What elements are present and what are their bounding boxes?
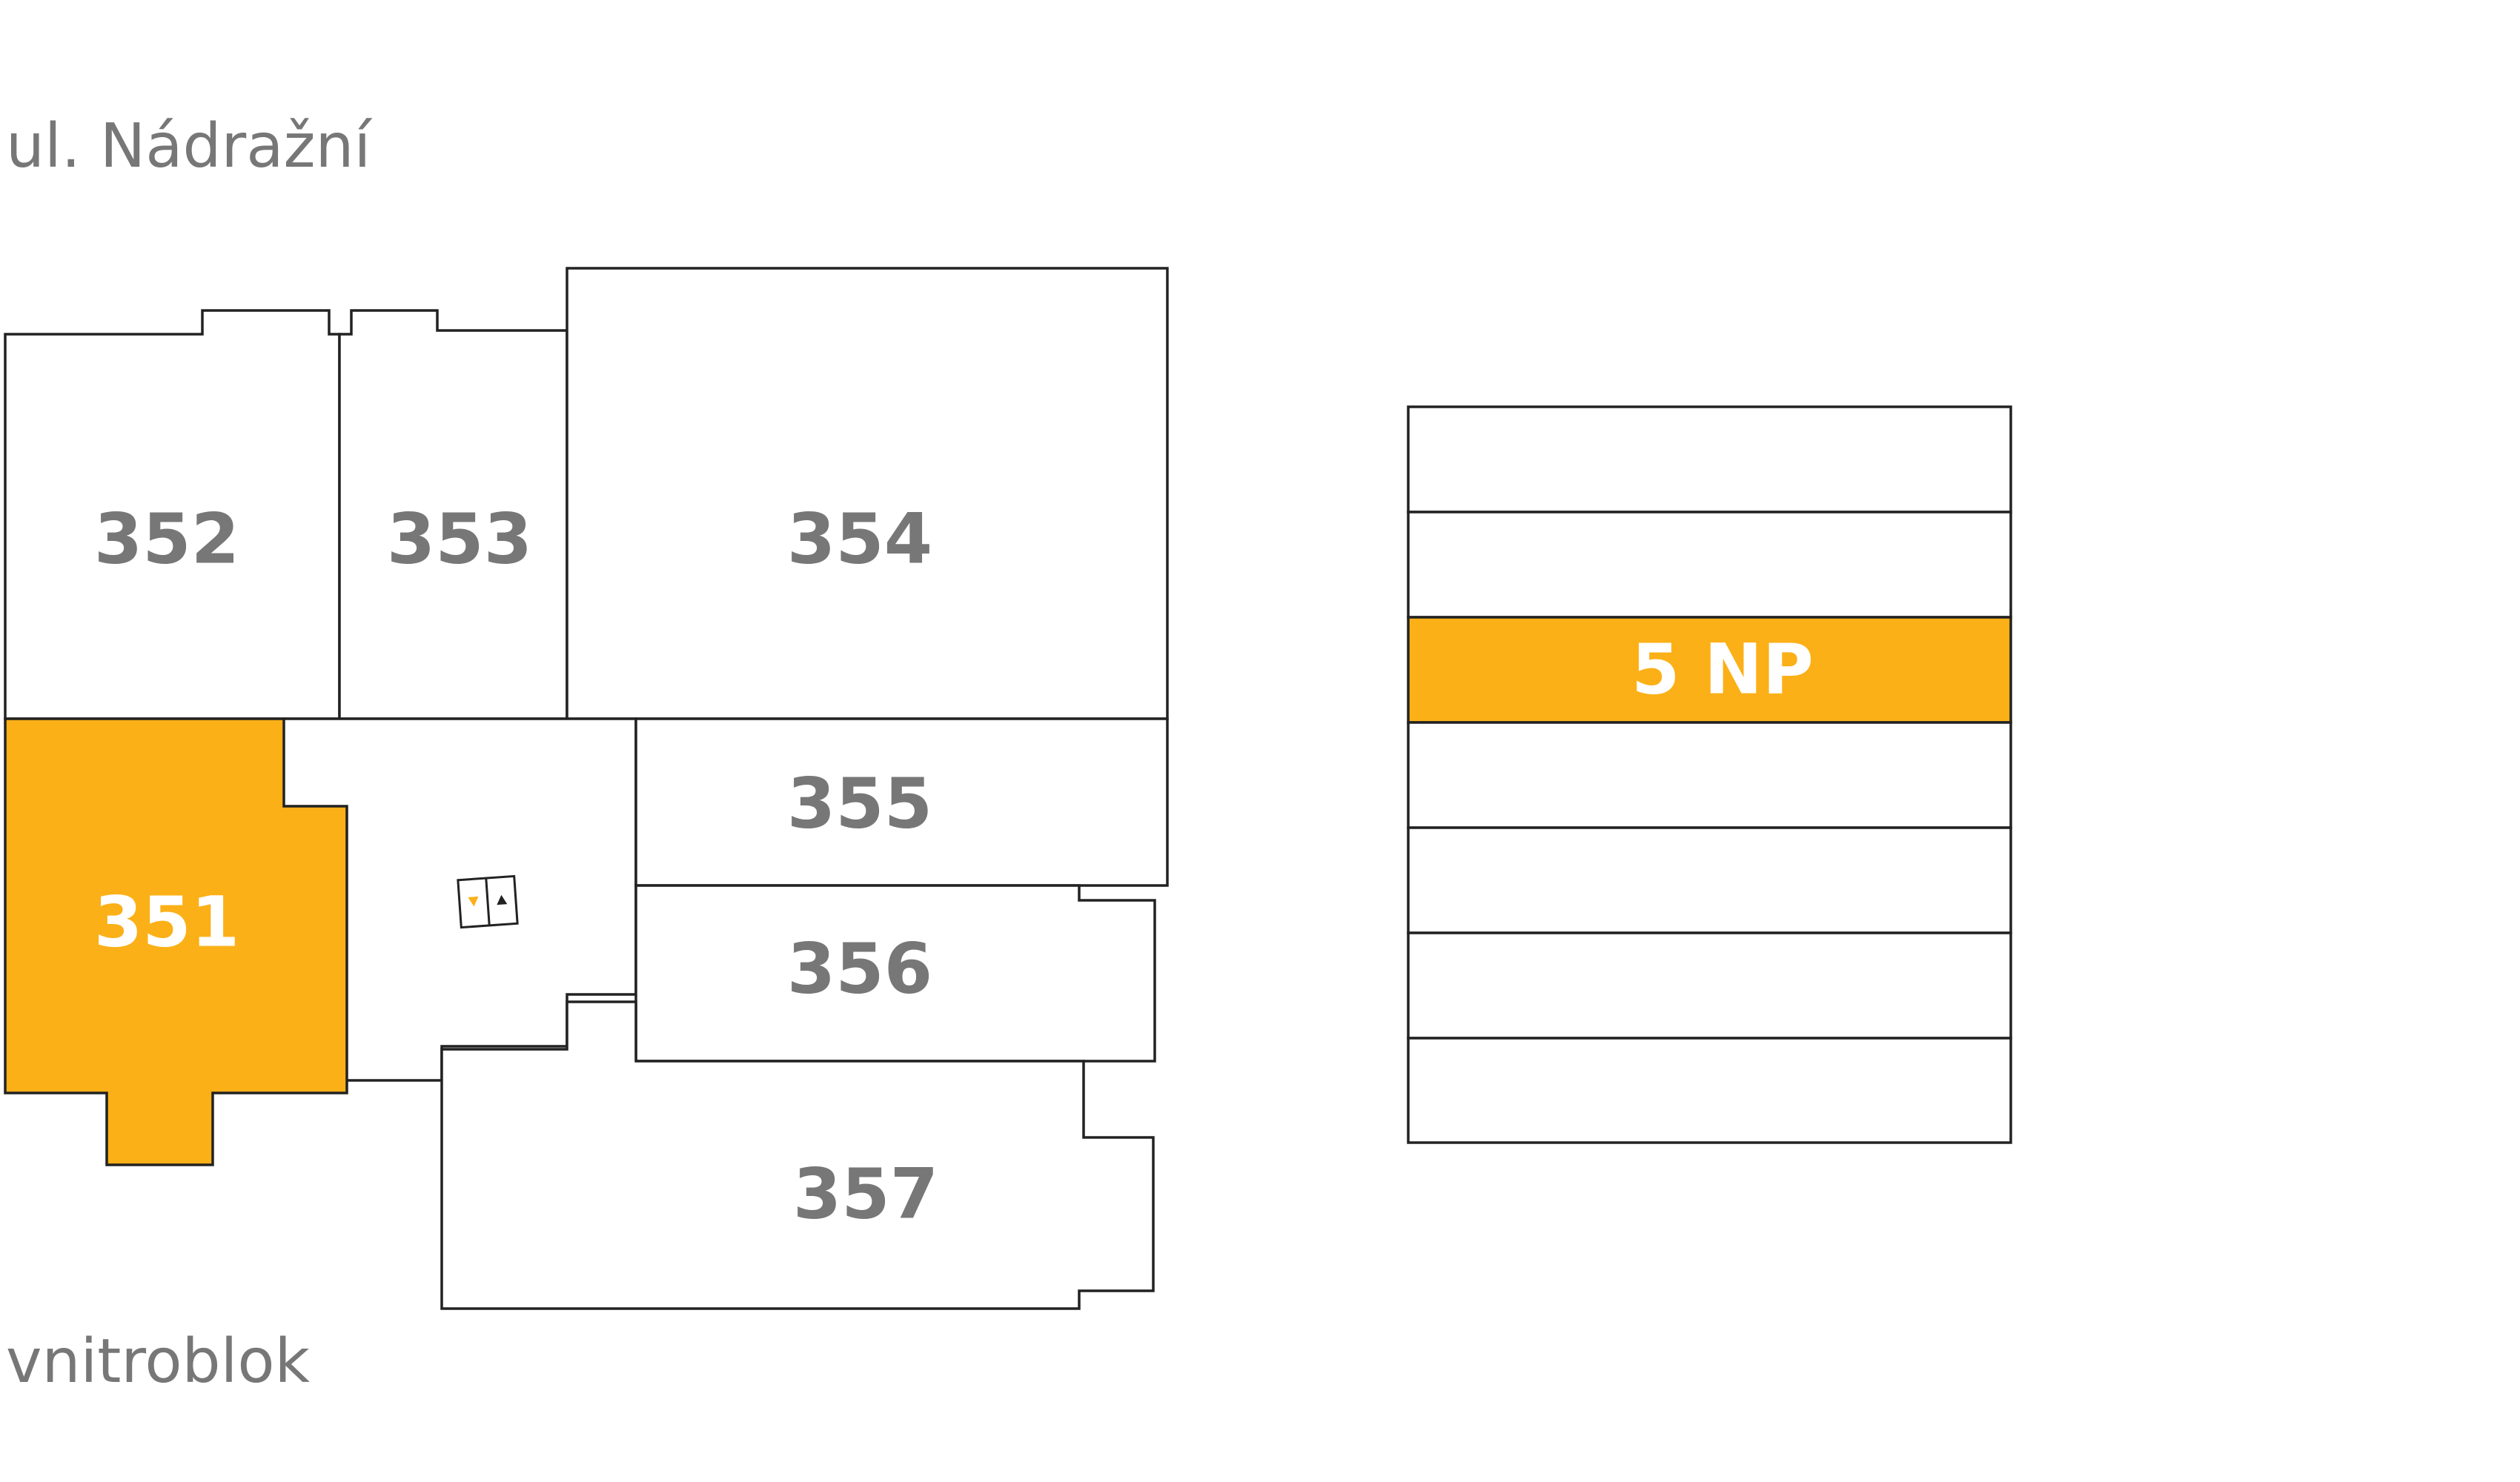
floor-selector: 5 NP: [1407, 405, 2012, 1144]
street-label-top: ul. Nádražní: [6, 111, 371, 182]
up-arrow-icon: [497, 894, 508, 906]
floor-row-1[interactable]: [1407, 405, 2012, 514]
floor-row-2[interactable]: [1407, 511, 2012, 619]
floor-row-7[interactable]: [1407, 1037, 2012, 1144]
unit-356[interactable]: 356: [634, 884, 1156, 1063]
floor-row-4[interactable]: [1407, 721, 2012, 829]
unit-354[interactable]: 354: [566, 267, 1169, 720]
current-floor-label: 5 NP: [1631, 630, 1814, 711]
elevator-icon: [457, 874, 519, 929]
unit-352[interactable]: 352: [4, 309, 341, 720]
unit-355[interactable]: 355: [634, 717, 1169, 887]
floor-row-6[interactable]: [1407, 931, 2012, 1040]
down-arrow-icon: [468, 896, 479, 907]
unit-353[interactable]: 353: [338, 309, 568, 720]
street-label-bottom: vnitroblok: [6, 1326, 310, 1397]
floor-row-5[interactable]: [1407, 826, 2012, 934]
